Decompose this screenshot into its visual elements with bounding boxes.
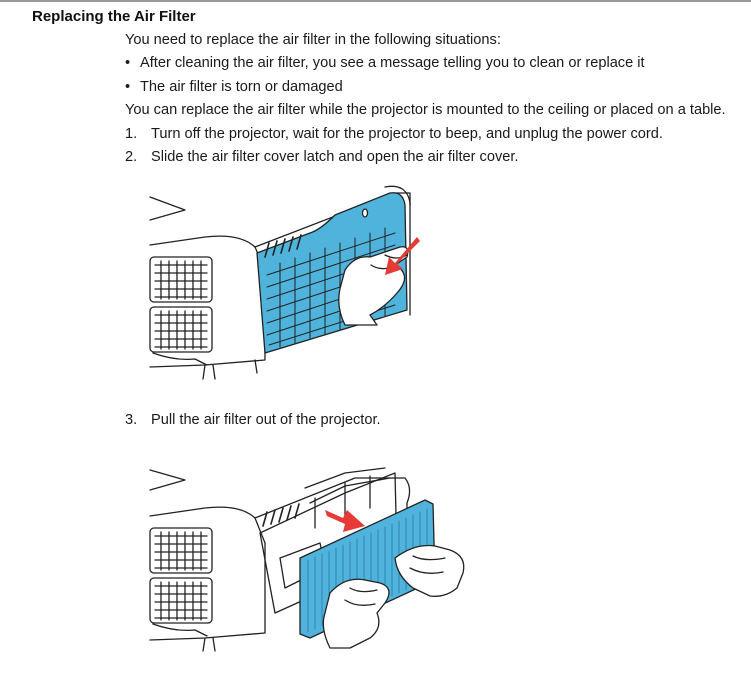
bullet-dot: • [125,79,131,95]
step-number: 1. [125,126,138,142]
step-text: Slide the air filter cover latch and ope… [151,149,519,165]
intro-text: You need to replace the air filter in th… [125,32,501,48]
figure-open-filter-cover [149,185,420,380]
right-hand [394,544,465,597]
top-rule [0,0,751,2]
direction-arrow [385,237,420,275]
step-number: 2. [125,149,138,165]
left-hand [322,578,390,649]
step-item: 2. Slide the air filter cover latch and o… [125,148,518,166]
bullet-item: • The air filter is torn or damaged [125,78,343,96]
bullet-dot: • [125,55,131,71]
bullet-text: After cleaning the air filter, you see a… [140,55,645,71]
step-number: 3. [125,412,138,428]
direction-arrow [325,510,365,532]
bullet-item: • After cleaning the air filter, you see … [125,54,645,72]
section-heading: Replacing the Air Filter [32,8,196,25]
step-item: 3. Pull the air filter out of the project… [125,411,381,429]
step-item: 1. Turn off the projector, wait for the p… [125,125,663,143]
bullet-text: The air filter is torn or damaged [140,79,343,95]
top-vent [262,503,300,527]
top-vent [264,234,302,258]
mount-note: You can replace the air filter while the… [125,102,726,118]
step-text: Pull the air filter out of the projector… [151,412,381,428]
step-text: Turn off the projector, wait for the pro… [151,126,663,142]
front-vent [149,256,213,366]
front-vent [149,527,213,637]
figure-pull-filter [149,467,465,652]
